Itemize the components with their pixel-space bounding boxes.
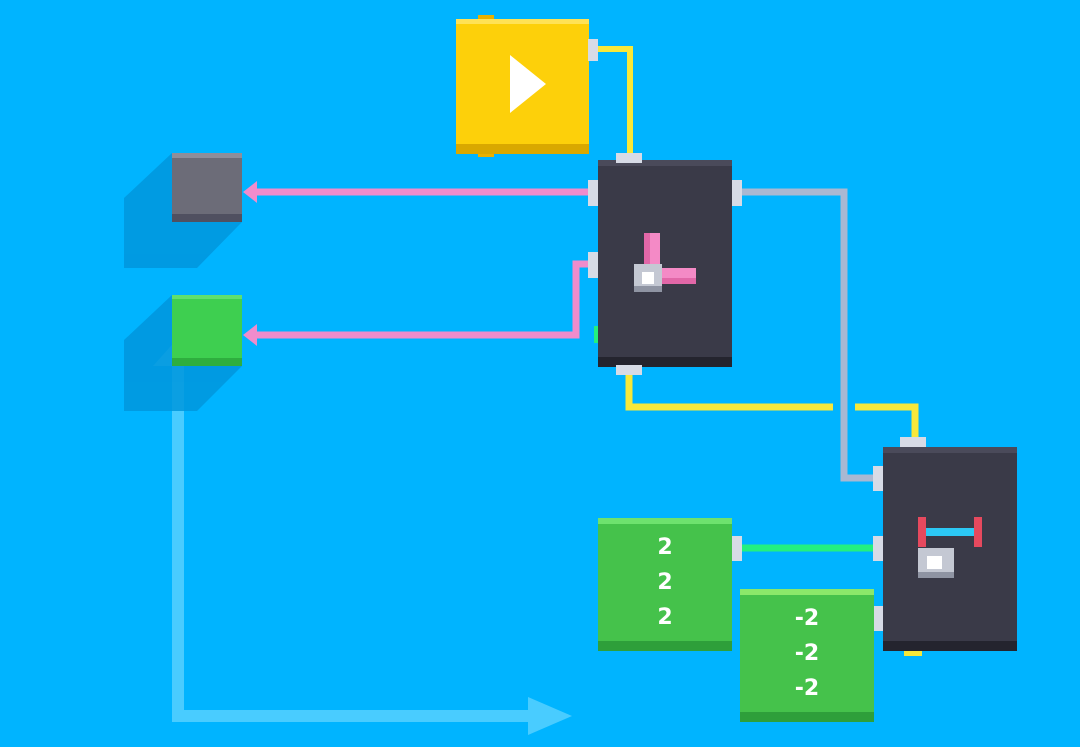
power-indicator: [904, 651, 922, 656]
wire-sensor-power-out: [625, 372, 833, 411]
guide-vertical-line: [172, 350, 184, 722]
pink-arrow-icon: [243, 324, 257, 346]
wire-sensor-to-green: [252, 260, 596, 339]
green-indicator: [594, 326, 598, 343]
positive-values-list: 2 2 2: [598, 525, 732, 640]
input-port[interactable]: [732, 180, 742, 206]
value-label: 2: [657, 535, 673, 560]
value-label: 2: [657, 570, 673, 595]
value-label: -2: [794, 676, 820, 701]
wire-sensor-to-distance: [737, 188, 880, 482]
input-port[interactable]: [900, 437, 926, 447]
pink-arrow-icon: [243, 181, 257, 203]
input-port[interactable]: [616, 153, 642, 163]
negative-values-list: -2 -2 -2: [740, 596, 874, 711]
input-port[interactable]: [873, 536, 883, 561]
negative-values-block[interactable]: [740, 589, 874, 722]
gray-target-block[interactable]: [172, 153, 242, 222]
value-label: -2: [794, 606, 820, 631]
output-port[interactable]: [588, 39, 598, 61]
green-target-block[interactable]: [172, 295, 242, 366]
output-port[interactable]: [588, 180, 598, 206]
clock-hands-icon: [634, 233, 696, 292]
guide-right-arrow-icon: [528, 697, 572, 735]
start-block[interactable]: [456, 15, 598, 157]
positive-values-block[interactable]: [598, 518, 742, 651]
input-port[interactable]: [873, 606, 883, 631]
guide-horizontal-line: [172, 710, 532, 722]
guide-path: [153, 338, 572, 735]
wire-start-to-sensor: [596, 46, 633, 160]
output-port[interactable]: [732, 536, 742, 561]
output-port[interactable]: [616, 365, 642, 375]
input-port[interactable]: [873, 466, 883, 491]
play-icon: [510, 55, 546, 113]
sensor-block[interactable]: [588, 153, 742, 375]
value-label: -2: [794, 641, 820, 666]
wires: [243, 46, 919, 552]
value-label: 2: [657, 605, 673, 630]
wire-power-to-distance: [855, 403, 919, 440]
distance-sensor-icon: [918, 517, 982, 578]
distance-block[interactable]: [873, 437, 1017, 656]
output-port[interactable]: [588, 252, 598, 278]
